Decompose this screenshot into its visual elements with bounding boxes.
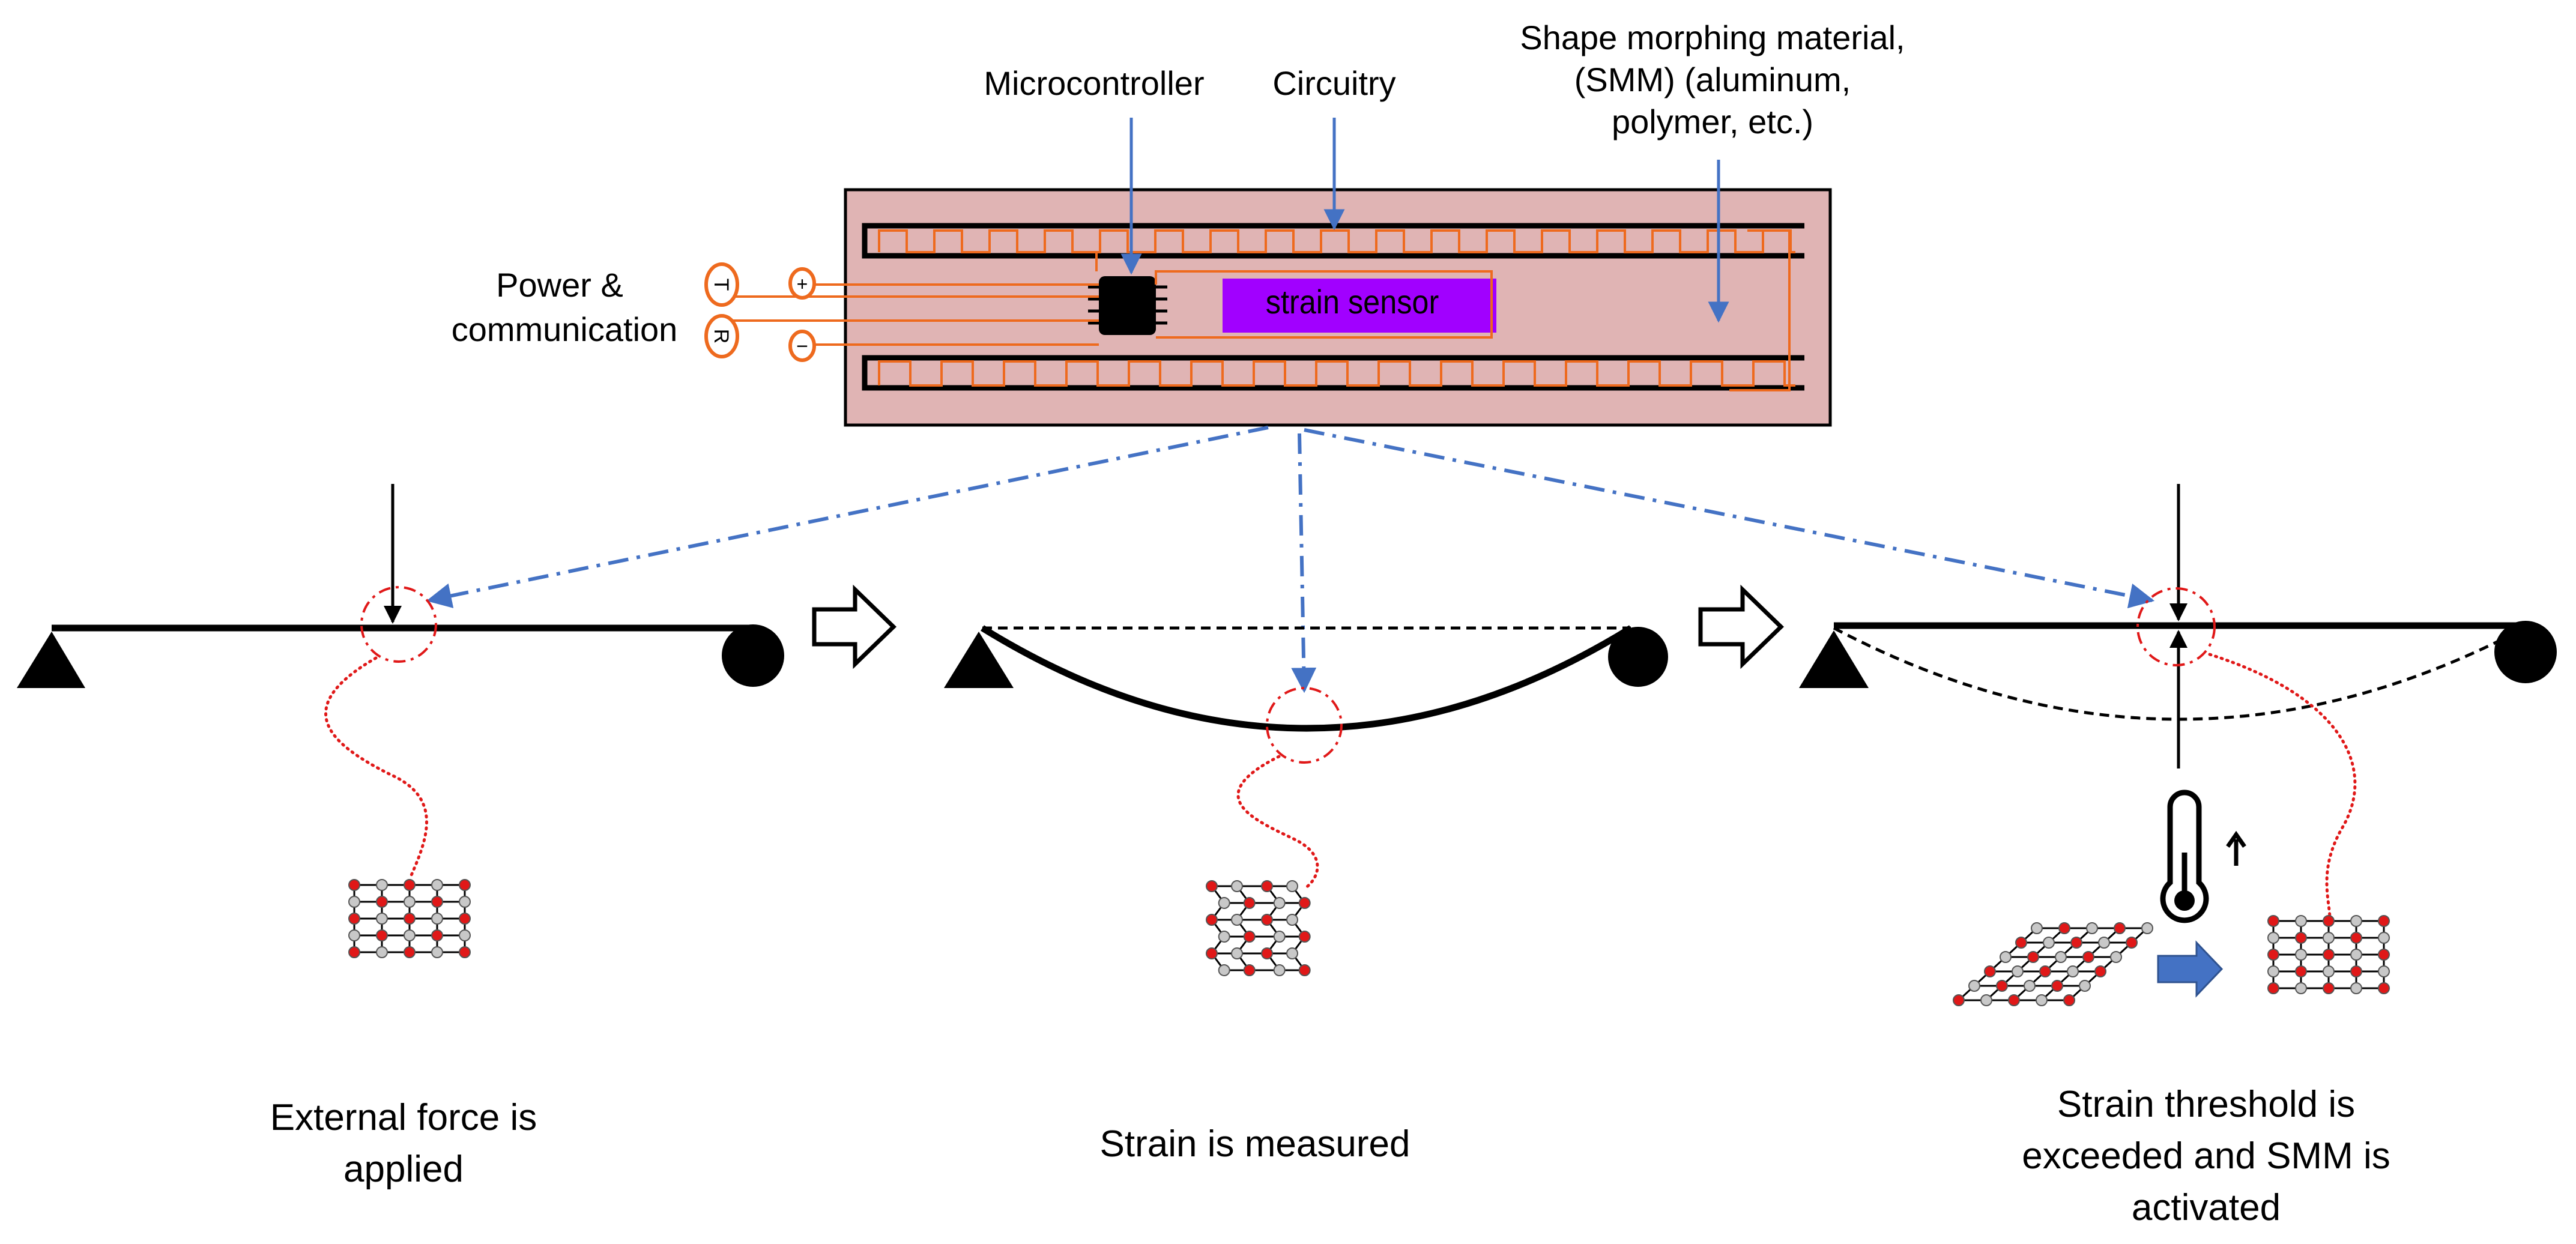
microcontroller-label: Microcontroller bbox=[984, 64, 1204, 102]
thermometer-icon bbox=[2160, 790, 2209, 923]
rx-pin bbox=[704, 314, 739, 358]
step-arrow-2 bbox=[1698, 584, 1785, 669]
lattice-sheared bbox=[1206, 880, 1311, 976]
pin-support bbox=[17, 632, 85, 688]
minus-pin bbox=[788, 330, 816, 362]
sensor-wiring bbox=[1155, 270, 1493, 339]
lattice-square bbox=[348, 879, 471, 958]
caption-line: exceeded and SMM is bbox=[2022, 1135, 2390, 1177]
device-to-beam-connectors bbox=[426, 426, 2155, 693]
circuitry-traces bbox=[878, 229, 1795, 391]
caption-line: applied bbox=[343, 1149, 464, 1190]
caption-step-1: External force is applied bbox=[270, 1097, 537, 1190]
step-arrow-1 bbox=[812, 584, 897, 669]
pin-support bbox=[944, 632, 1014, 688]
beam-external-force bbox=[17, 484, 784, 958]
roller-support bbox=[2494, 621, 2557, 683]
return-trace bbox=[1729, 229, 1791, 391]
detail-trace bbox=[1236, 755, 1319, 890]
pin-support bbox=[1799, 630, 1869, 688]
strain-sensor-label: strain sensor bbox=[1266, 284, 1439, 321]
roller-support bbox=[722, 624, 784, 687]
beam-smm-activated bbox=[1799, 484, 2557, 1006]
strain-sensor bbox=[1223, 279, 1496, 333]
detail-trace bbox=[324, 656, 428, 878]
block-arrow-icon bbox=[2157, 940, 2224, 998]
detail-circle bbox=[2136, 587, 2216, 666]
lower-trace bbox=[878, 360, 1795, 387]
power-label-line-1: Power & bbox=[496, 266, 623, 304]
tx-pin-label: T bbox=[710, 279, 733, 291]
caption-line: External force is bbox=[270, 1097, 537, 1138]
lattice-recovered bbox=[2267, 915, 2390, 994]
caption-line: Strain threshold is bbox=[2057, 1084, 2355, 1125]
rx-pin-label: R bbox=[710, 329, 733, 344]
smm-label-line-1: Shape morphing material, bbox=[1520, 19, 1905, 56]
detail-circle bbox=[360, 586, 437, 663]
lattice-deformed bbox=[1953, 922, 2153, 1006]
device-illustration: strain sensor bbox=[844, 188, 1832, 427]
caption-line: activated bbox=[2132, 1187, 2281, 1228]
plus-pin-label: + bbox=[797, 273, 808, 295]
power-communication-pins: T R + − bbox=[704, 262, 1099, 362]
caption-line: Strain is measured bbox=[1100, 1123, 1410, 1165]
microcontroller-chip bbox=[1088, 276, 1167, 335]
caption-step-3: Strain threshold is exceeded and SMM is … bbox=[2022, 1084, 2390, 1228]
beam-strain-measured bbox=[944, 625, 1668, 976]
detail-circle bbox=[1266, 687, 1343, 764]
roller-support bbox=[1608, 627, 1668, 687]
caption-step-2: Strain is measured bbox=[1100, 1123, 1410, 1165]
deflected-beam bbox=[981, 625, 1633, 732]
upper-trace bbox=[878, 229, 1795, 253]
plus-pin bbox=[788, 267, 816, 300]
lower-rail bbox=[862, 355, 1804, 391]
circuitry-label: Circuitry bbox=[1272, 64, 1395, 102]
smm-label-line-3: polymer, etc.) bbox=[1612, 103, 1813, 140]
power-label-line-2: communication bbox=[452, 310, 678, 348]
minus-pin-label: − bbox=[796, 335, 808, 358]
detail-trace bbox=[2208, 653, 2357, 920]
tx-pin bbox=[704, 262, 739, 307]
up-arrow-icon bbox=[2226, 830, 2246, 866]
smm-label-line-2: (SMM) (aluminum, bbox=[1574, 61, 1851, 98]
